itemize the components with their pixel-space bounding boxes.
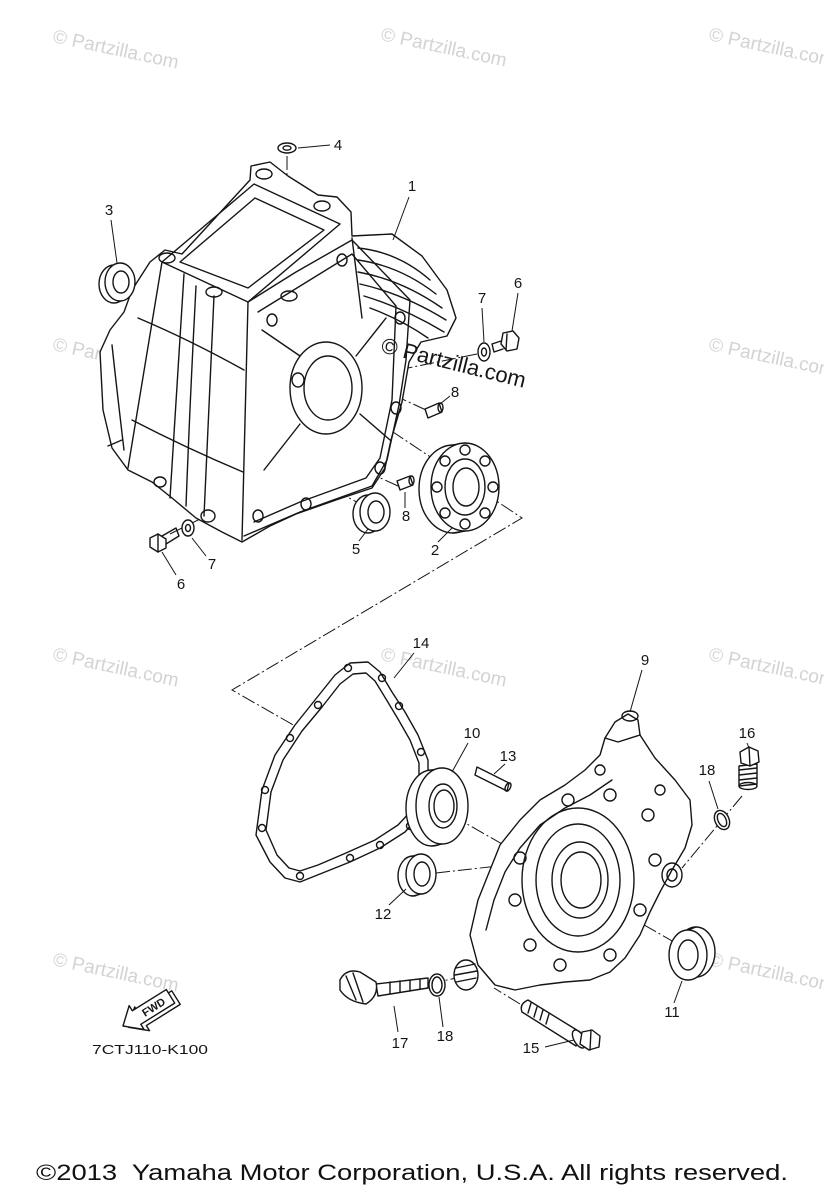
callout-label: 6 — [177, 576, 185, 593]
bolt — [149, 527, 180, 553]
oil-seal — [405, 767, 469, 847]
callout-label: 17 — [392, 1035, 409, 1052]
copyright-footer: ©2013 Yamaha Motor Corporation, U.S.A. A… — [36, 1160, 788, 1185]
watermark: © Partzilla.com — [51, 26, 181, 73]
watermark: © Partzilla.com — [707, 644, 824, 691]
crankcase — [99, 161, 457, 543]
leader-lines — [110, 144, 750, 1048]
callout-label: 4 — [334, 137, 342, 154]
o-ring — [713, 809, 731, 831]
callout-label: 16 — [739, 725, 756, 742]
callout-label: 8 — [451, 384, 459, 401]
watermark: © Partzilla.com — [51, 949, 181, 996]
bolt — [520, 999, 601, 1051]
watermark: © Partzilla.com — [707, 949, 824, 996]
diagram-code: 7CTJ110-K100 — [92, 1042, 208, 1057]
callout-label: 18 — [437, 1028, 454, 1045]
watermark: © Partzilla.com — [51, 644, 181, 691]
callout-label: 3 — [105, 202, 113, 219]
oil-seal — [98, 262, 136, 304]
gasket — [255, 661, 429, 883]
watermark: © Partzilla.com — [707, 24, 824, 71]
bolt — [491, 330, 520, 353]
callout-label: 2 — [431, 542, 439, 559]
watermark: © Partzilla.com — [379, 644, 509, 691]
callout-label: 13 — [500, 748, 517, 765]
oil-seal — [668, 926, 716, 981]
callout-label: 1 — [408, 178, 416, 195]
washer — [477, 342, 491, 362]
oil-seal — [397, 853, 437, 897]
callout-label: 12 — [375, 906, 392, 923]
callout-label: 7 — [478, 290, 486, 307]
dowel-pin — [424, 402, 444, 419]
bearing — [418, 442, 500, 534]
oil-dipstick — [339, 970, 429, 1005]
dowel-pin — [474, 766, 512, 792]
bearing — [352, 492, 391, 534]
callout-label: 5 — [352, 541, 360, 558]
dowel-pin — [396, 475, 415, 491]
watermark: © Partzilla.com — [379, 24, 509, 71]
crankcase-cover — [453, 710, 693, 991]
washer — [277, 142, 297, 154]
washer — [181, 519, 195, 537]
callout-labels: 4 1 3 7 6 8 8 5 2 6 7 14 9 10 13 16 18 1… — [105, 137, 756, 1057]
drain-plug — [738, 746, 760, 791]
o-ring — [428, 973, 446, 997]
callout-label: 10 — [464, 725, 481, 742]
callout-label: 9 — [641, 652, 649, 669]
callout-label: 11 — [664, 1004, 680, 1021]
callout-label: 6 — [514, 275, 522, 292]
callout-label: 18 — [699, 762, 716, 779]
callout-label: 15 — [523, 1040, 540, 1057]
callout-label: 14 — [413, 635, 430, 652]
watermark: © Partzilla.com — [707, 334, 824, 381]
callout-label: 8 — [402, 508, 410, 525]
callout-label: 7 — [208, 556, 216, 573]
